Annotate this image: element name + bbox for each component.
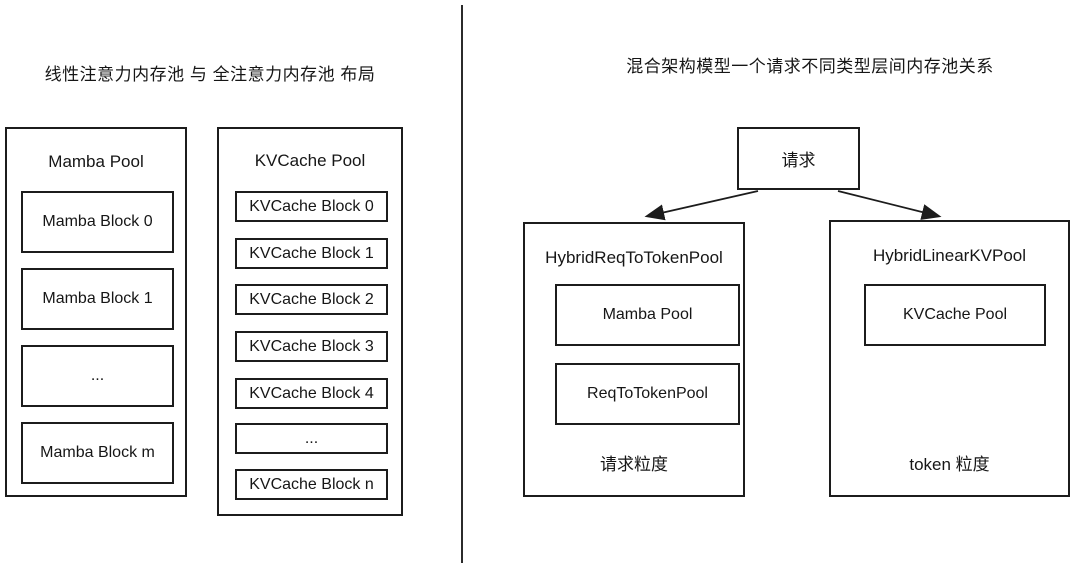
right-panel-title: 混合架构模型一个请求不同类型层间内存池关系 [626, 57, 994, 76]
arrow-to-reqtotoken-pool-icon [644, 190, 759, 221]
inner-kvcache-pool: KVCache Pool [864, 284, 1046, 346]
kvcache-block-1: KVCache Block 1 [235, 238, 388, 269]
mamba-block-m: Mamba Block m [21, 422, 174, 484]
kvcache-block-ellipsis: ... [235, 423, 388, 454]
mamba-block-1: Mamba Block 1 [21, 268, 174, 330]
hybrid-req-to-token-pool-title: HybridReqToTokenPool [545, 248, 723, 267]
inner-mamba-pool: Mamba Pool [555, 284, 740, 346]
token-granularity-label: token 粒度 [909, 455, 990, 474]
hybrid-linear-kv-pool-title: HybridLinearKVPool [872, 246, 1027, 265]
vertical-divider [461, 5, 463, 563]
mamba-block-ellipsis: ... [21, 345, 174, 407]
request-node: 请求 [737, 127, 860, 190]
kvcache-pool-title: KVCache Pool [254, 151, 366, 170]
kvcache-pool-container: KVCache Pool KVCache Block 0 KVCache Blo… [217, 127, 403, 516]
hybrid-linear-kv-pool-container: HybridLinearKVPool KVCache Pool token 粒度 [829, 220, 1070, 497]
inner-req-to-token-pool: ReqToTokenPool [555, 363, 740, 425]
left-panel-title: 线性注意力内存池 与 全注意力内存池 布局 [44, 65, 376, 84]
kvcache-block-n: KVCache Block n [235, 469, 388, 500]
kvcache-block-0: KVCache Block 0 [235, 191, 388, 222]
kvcache-block-4: KVCache Block 4 [235, 378, 388, 409]
kvcache-block-3: KVCache Block 3 [235, 331, 388, 362]
mamba-pool-container: Mamba Pool Mamba Block 0 Mamba Block 1 .… [5, 127, 187, 497]
kvcache-block-2: KVCache Block 2 [235, 284, 388, 315]
hybrid-req-to-token-pool-container: HybridReqToTokenPool Mamba Pool ReqToTok… [523, 222, 745, 497]
arrow-to-linearkv-pool-icon [837, 190, 942, 220]
request-granularity-label: 请求粒度 [600, 455, 668, 474]
mamba-block-0: Mamba Block 0 [21, 191, 174, 253]
mamba-pool-title: Mamba Pool [48, 152, 144, 171]
